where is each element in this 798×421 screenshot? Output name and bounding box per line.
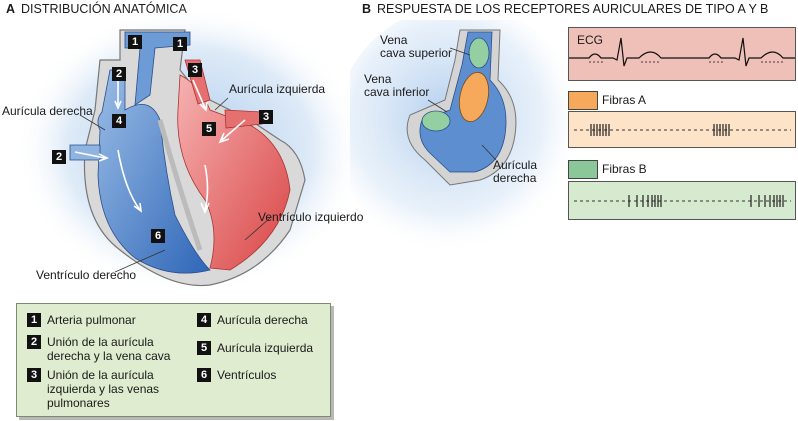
fibras-b-spikes [628, 195, 784, 207]
label-ventriculo-izquierdo: Ventrículo izquierdo [258, 210, 364, 224]
marker-4: 4 [112, 114, 126, 128]
legend-num-1: 1 [27, 313, 41, 327]
marker-3-top: 3 [188, 63, 202, 77]
atrium-leaders [427, 47, 497, 161]
legend-text-5: Aurícula izquierda [217, 341, 314, 355]
flow-arrow-head [199, 101, 208, 112]
fibras-a-label: Fibras A [602, 93, 647, 107]
marker-3-right: 3 [259, 110, 273, 124]
receptor-b-superior [468, 37, 490, 69]
flow-arrow [74, 151, 106, 159]
flow-arrow [204, 164, 209, 211]
fibras-b-panel [568, 181, 796, 220]
receptor-a [458, 71, 490, 123]
red-flow-arrows [192, 79, 246, 214]
legend-num-2: 2 [27, 335, 41, 349]
septum [157, 119, 203, 251]
legend-text-2: Unión de la aurícula derecha y la vena c… [47, 335, 171, 363]
flow-arrow-head [200, 202, 210, 214]
label-auricula-izquierda: Aurícula izquierda [229, 82, 326, 96]
legend-text-1: Arteria pulmonar [47, 313, 136, 327]
panel-b-title: RESPUESTA DE LOS RECEPTORES AURICULARES … [377, 2, 769, 16]
label-auricula-derecha-b-1: Aurícula [493, 158, 538, 172]
label-vena-cava-inferior-2: cava inferior [364, 85, 430, 99]
panel-b-letter: B [362, 2, 372, 16]
marker-6: 6 [151, 229, 165, 243]
leader-line-auricula-derecha-b [481, 144, 497, 161]
receptor-b-inferior [421, 110, 451, 132]
fibras-a-panel [568, 111, 796, 148]
panel-a-letter: A [6, 2, 16, 16]
label-auricula-derecha-b-2: derecha [493, 171, 537, 185]
legend-box: 1 Arteria pulmonar 2 Unión de la aurícul… [16, 303, 331, 417]
legend-text-6: Ventrículos [217, 368, 277, 382]
leader-line-auricula-derecha [79, 114, 106, 131]
flow-arrow-head [114, 100, 122, 111]
ecg-line [569, 37, 795, 67]
ecg-label: ECG [577, 33, 604, 47]
fibras-b-swatch [568, 160, 598, 179]
flow-arrow [192, 79, 206, 109]
pulmonary-vein-right [224, 109, 263, 129]
leader-line-vena-cava-inferior [427, 99, 448, 113]
marker-2-left: 2 [52, 150, 66, 164]
legend-num-6: 6 [197, 368, 211, 382]
ecg-panel: ECG [568, 27, 796, 81]
flow-arrow-head [133, 202, 143, 213]
label-ventriculo-derecho: Ventrículo derecho [36, 268, 137, 282]
fibras-a-spikes [590, 124, 730, 136]
flow-arrow-head [218, 132, 230, 144]
leader-lines [79, 97, 271, 273]
fibras-b-trace [574, 195, 791, 207]
leader-line-ventriculo-derecho [114, 249, 166, 273]
leader-line-vena-cava-superior [449, 47, 471, 56]
legend-num-5: 5 [197, 341, 211, 355]
atrium-diagram [350, 20, 570, 255]
marker-1-right: 1 [173, 37, 187, 51]
legend-text-4: Aurícula derecha [217, 313, 308, 327]
leader-line-ventriculo-izquierdo [244, 217, 271, 241]
marker-5: 5 [202, 122, 216, 136]
label-auricula-derecha: Aurícula derecha [2, 104, 93, 118]
legend-num-4: 4 [197, 313, 211, 327]
label-vena-cava-inferior-1: Vena [364, 72, 392, 86]
label-vena-cava-superior-1: Vena [380, 33, 408, 47]
fibras-a-swatch [568, 91, 598, 110]
label-vena-cava-superior-2: cava superior [380, 46, 453, 60]
panel-b-heading: B RESPUESTA DE LOS RECEPTORES AURICULARES… [362, 2, 768, 16]
vena-cava-entry [69, 144, 101, 161]
flow-arrow-head [98, 153, 109, 162]
legend-num-3: 3 [27, 368, 41, 382]
marker-2-top: 2 [112, 67, 126, 81]
flow-arrow [221, 119, 246, 141]
legend-text-3: Unión de la aurícula izquierda y las ven… [47, 368, 160, 410]
fibras-b-label: Fibras B [602, 162, 647, 176]
marker-1-left: 1 [128, 35, 142, 49]
leader-line-auricula-izquierda [214, 97, 229, 111]
ecg-trace [569, 37, 795, 67]
blue-flow-arrows [74, 80, 143, 213]
flow-arrow [117, 149, 141, 211]
fibras-a-trace [574, 124, 791, 136]
